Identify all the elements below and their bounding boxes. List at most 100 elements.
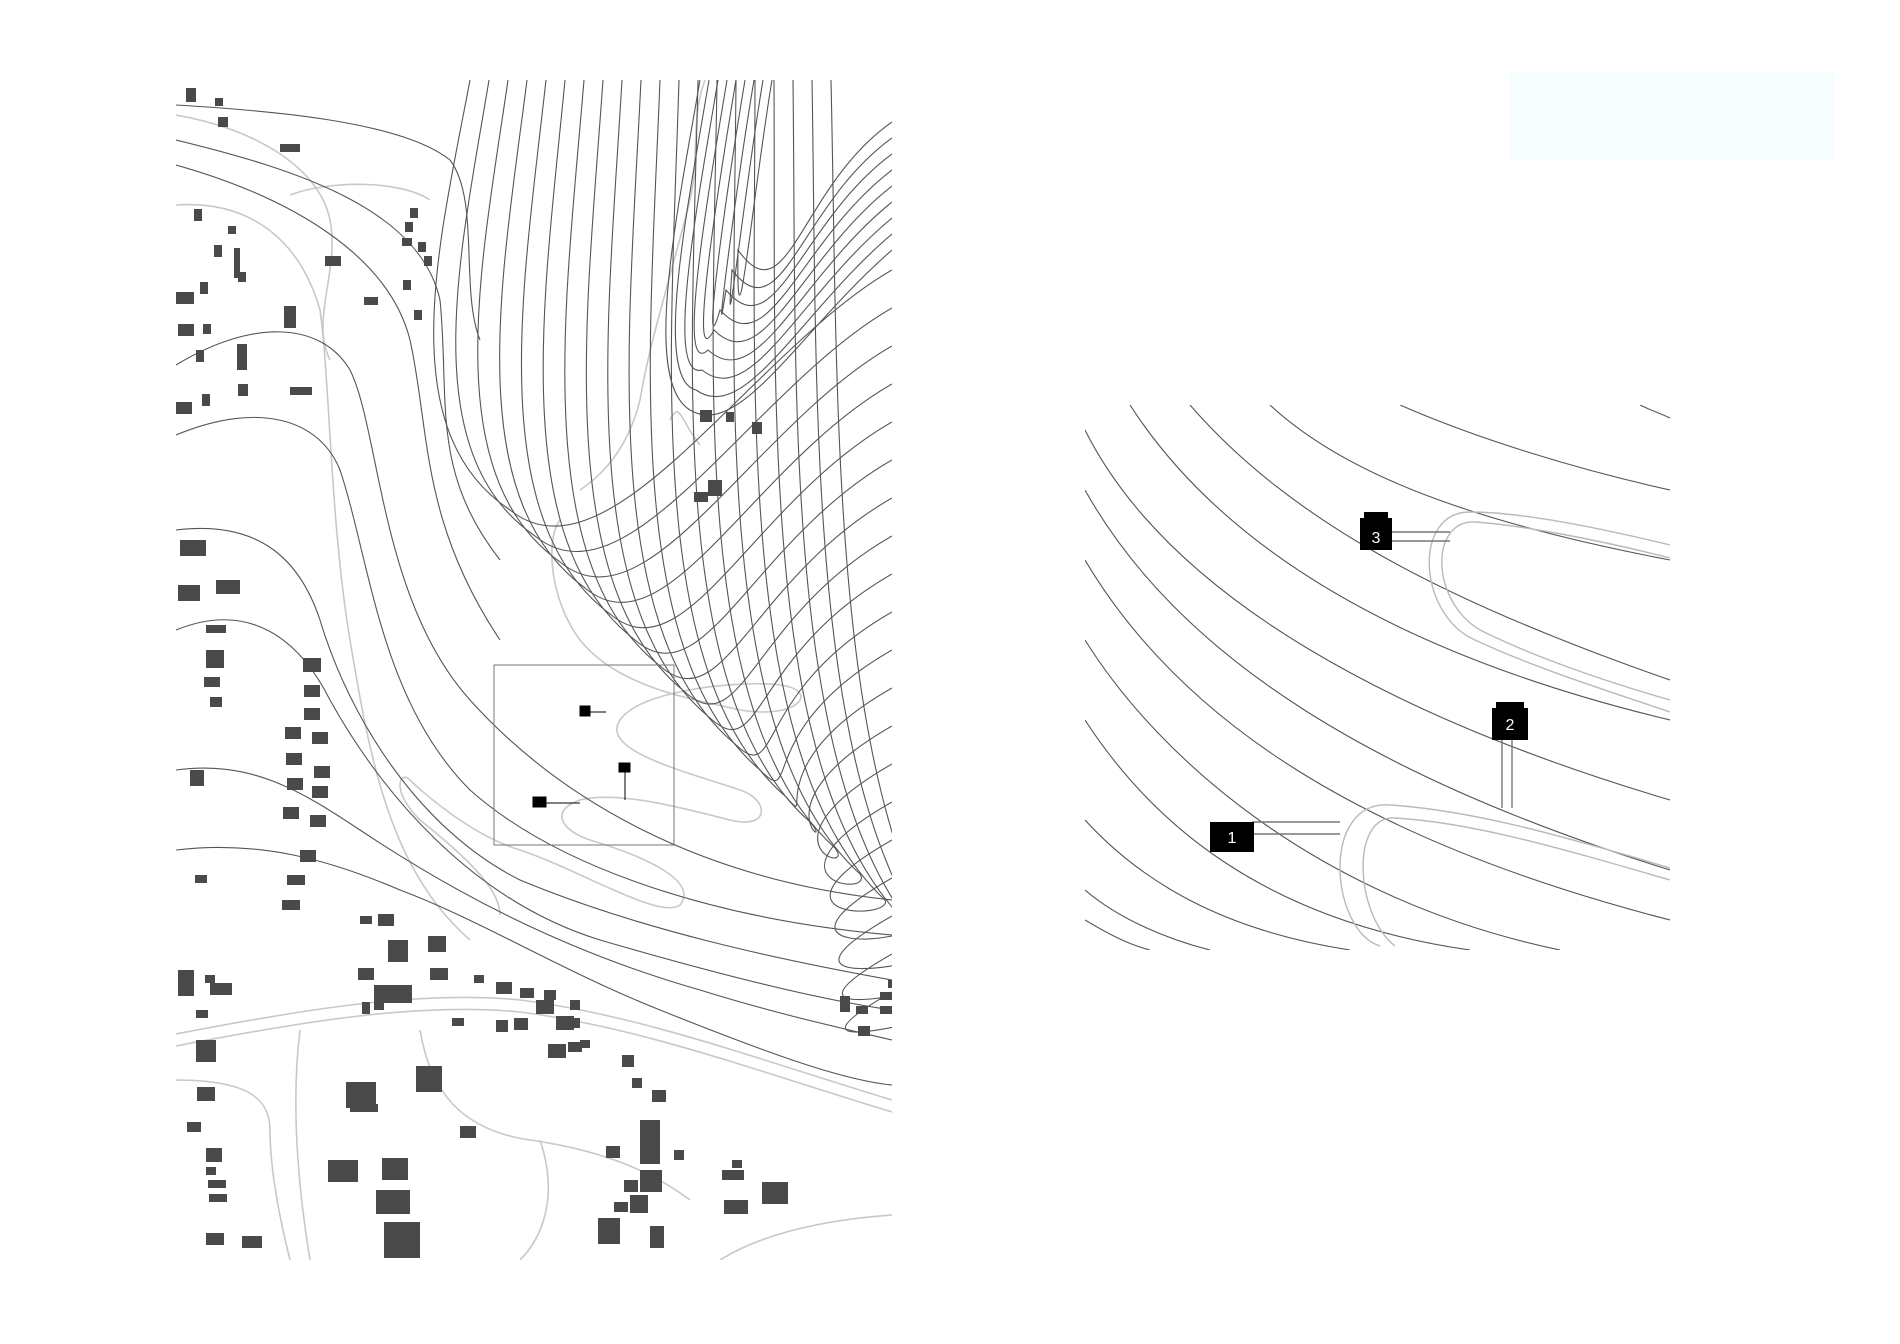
caption-box xyxy=(1510,72,1834,160)
building xyxy=(303,658,321,672)
building xyxy=(856,1006,868,1014)
contour-line xyxy=(674,80,892,397)
building xyxy=(414,310,422,320)
contour-line xyxy=(176,619,892,1011)
contour-line xyxy=(176,139,501,561)
contour-line xyxy=(176,331,892,901)
building xyxy=(732,1160,742,1168)
building xyxy=(238,272,246,282)
building xyxy=(384,1222,420,1258)
building xyxy=(514,1018,528,1030)
building xyxy=(282,900,300,910)
village-buildings xyxy=(176,88,892,1258)
detail-plan-map: 1 2 3 xyxy=(1085,405,1670,950)
building xyxy=(496,982,512,994)
site-plan-map xyxy=(176,80,892,1260)
contour-line xyxy=(585,80,892,705)
building xyxy=(568,1042,582,1052)
contour-line xyxy=(1085,919,1151,950)
building xyxy=(700,410,712,422)
detail-contour-lines xyxy=(1085,405,1670,950)
building xyxy=(640,1170,662,1192)
building xyxy=(287,875,305,885)
building xyxy=(196,1040,216,1062)
contour-line xyxy=(1189,405,1670,681)
building xyxy=(209,1194,227,1202)
building xyxy=(566,1018,580,1028)
contour-line xyxy=(176,846,892,1086)
contour-line xyxy=(1085,719,1471,950)
building xyxy=(580,1040,590,1048)
building xyxy=(204,677,220,687)
road xyxy=(176,1008,892,1113)
building xyxy=(606,1146,620,1158)
building xyxy=(178,585,200,601)
building xyxy=(364,297,378,305)
building xyxy=(536,1000,554,1014)
building xyxy=(218,117,228,127)
building xyxy=(708,480,722,496)
contour-line xyxy=(830,80,892,1033)
building xyxy=(310,815,326,827)
building xyxy=(622,1055,634,1067)
building xyxy=(203,324,211,334)
building xyxy=(325,256,341,266)
contour-lines xyxy=(176,80,892,1086)
contour-line xyxy=(729,80,892,305)
contour-line xyxy=(737,80,892,296)
building xyxy=(328,1160,358,1182)
building xyxy=(858,1026,870,1036)
building xyxy=(286,753,302,765)
building xyxy=(196,1010,208,1018)
contour-line xyxy=(1085,639,1561,950)
building xyxy=(430,968,448,980)
building xyxy=(496,1020,508,1032)
contour-line xyxy=(607,80,892,731)
building xyxy=(304,708,320,720)
building xyxy=(280,144,300,152)
contour-line xyxy=(176,767,892,1041)
road xyxy=(295,1029,311,1260)
building xyxy=(206,650,224,668)
building xyxy=(752,422,762,434)
building xyxy=(374,1000,384,1010)
building xyxy=(405,222,413,232)
contour-line xyxy=(703,80,892,343)
building xyxy=(674,1150,684,1160)
building xyxy=(570,1000,580,1010)
building xyxy=(358,968,374,980)
house-3: 3 xyxy=(1360,512,1392,550)
contour-line xyxy=(433,80,892,527)
building xyxy=(726,412,734,422)
contour-line xyxy=(1639,405,1670,419)
building xyxy=(378,914,394,926)
road xyxy=(399,519,802,916)
detail-houses: 1 2 3 xyxy=(1210,512,1528,852)
building xyxy=(694,492,708,502)
house-1-label: 1 xyxy=(1228,830,1237,847)
detail-area-frame xyxy=(493,664,675,846)
road xyxy=(176,1079,291,1260)
house-1-footprint xyxy=(1210,822,1254,852)
contour-line xyxy=(693,80,892,361)
building xyxy=(206,1167,216,1175)
building xyxy=(202,394,210,406)
contour-line xyxy=(455,80,892,552)
building xyxy=(452,1018,464,1026)
building xyxy=(402,238,412,246)
project-houses-small xyxy=(532,705,631,808)
road xyxy=(176,203,471,941)
contour-line xyxy=(721,80,892,315)
contour-line xyxy=(792,80,892,970)
building xyxy=(652,1090,666,1102)
building xyxy=(624,1180,638,1192)
building xyxy=(312,732,328,744)
road xyxy=(289,183,431,201)
building xyxy=(210,697,222,707)
building xyxy=(312,786,328,798)
building xyxy=(214,245,222,257)
building xyxy=(195,875,207,883)
house-2: 2 xyxy=(1492,702,1528,740)
house-3-mark xyxy=(579,705,591,717)
